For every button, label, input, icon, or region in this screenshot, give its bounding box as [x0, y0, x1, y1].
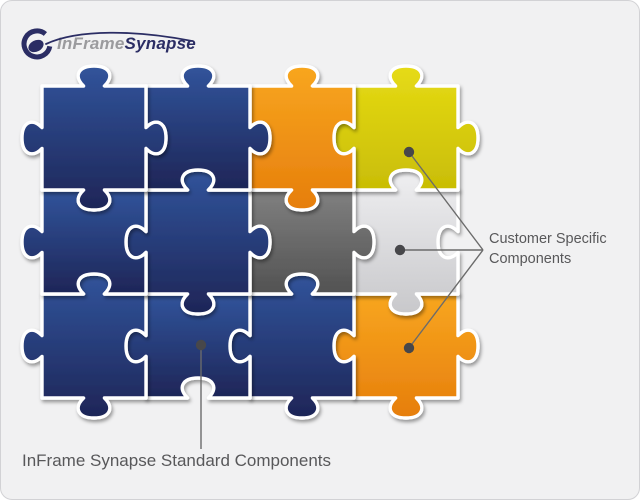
puzzle-piece-r1-c1-navy [20, 64, 168, 212]
customer-callout-line-3 [408, 249, 484, 349]
logo-wordmark: InFrameSynapse [57, 34, 196, 54]
customer-callout-dot-1 [403, 146, 415, 158]
customer-components-label: Customer Specific Components [489, 231, 607, 267]
globe-swoosh-icon [21, 28, 53, 60]
standard-components-label: InFrame Synapse Standard Components [22, 451, 332, 470]
logo-text-inframe: InFrame [57, 34, 125, 53]
standard-callout-dot [195, 339, 207, 351]
customer-callout-line-1 [408, 151, 484, 251]
customer-callout-dot-3 [403, 342, 415, 354]
logo-text-synapse: Synapse [124, 34, 196, 53]
logo: InFrameSynapse [20, 27, 196, 61]
customer-callout-dot-2 [394, 244, 406, 256]
